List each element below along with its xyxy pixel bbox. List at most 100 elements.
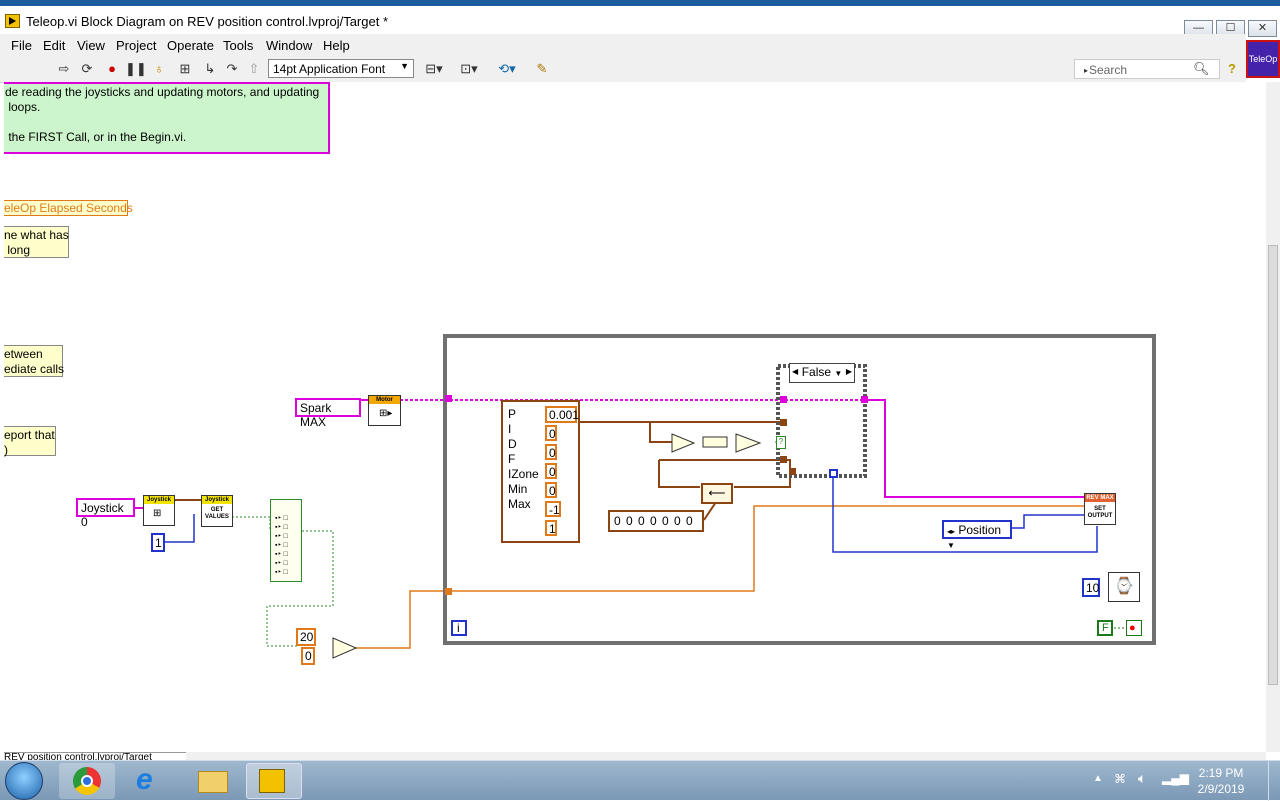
search-expand-icon[interactable]: ▸	[1083, 66, 1088, 75]
joystick-constant[interactable]: Joystick 0	[76, 498, 135, 529]
menu-project[interactable]: Project	[116, 38, 157, 53]
block-diagram-canvas[interactable]: de reading the joysticks and updating mo…	[4, 82, 1266, 752]
array-or-node	[702, 436, 728, 448]
array-constant[interactable]: 0 0 0 0 0 0 0	[608, 510, 704, 532]
or-array-elements-node	[735, 433, 762, 453]
vertical-scroll-thumb[interactable]	[1268, 245, 1278, 685]
pid-value-min[interactable]: -1	[545, 501, 561, 517]
show-desktop-button[interactable]	[1268, 761, 1280, 801]
pid-cluster-constant[interactable]: P I D F IZone Min Max 0.001 0 0 0 0 -1 1	[501, 400, 580, 543]
comment-note3: eport that )	[4, 426, 56, 457]
maximize-button[interactable]: ☐	[1216, 20, 1245, 37]
project-tab-label[interactable]: REV position control.lvproj/Target	[4, 752, 186, 761]
case-selector[interactable]: ◀ False ▼ ▶	[789, 363, 855, 383]
help-icon[interactable]: ?	[1228, 61, 1236, 76]
open-icon: ⊞▸	[379, 408, 393, 419]
vi-icon-teleop[interactable]: TeleOp	[1246, 40, 1280, 78]
case-selector-value: False	[801, 365, 832, 379]
pid-value-d[interactable]: 0	[545, 444, 557, 460]
stop-false-constant[interactable]: F	[1097, 620, 1113, 636]
volume-icon[interactable]: 🔈︎	[1138, 770, 1147, 786]
joystick-get-values-node[interactable]: Joystick GET VALUES	[201, 495, 233, 527]
menu-view[interactable]: View	[77, 38, 105, 53]
taskbar-labview[interactable]	[246, 763, 302, 799]
clock[interactable]: 2:19 PM 2/9/2019	[1190, 765, 1252, 797]
close-button[interactable]: ✕	[1248, 20, 1277, 37]
network-device-icon[interactable]: ⌘	[1114, 772, 1126, 786]
rev-set-output-node[interactable]: REV MAX SET OUTPUT	[1084, 493, 1116, 525]
wire-control-type	[832, 474, 1098, 553]
show-hidden-icons[interactable]: ▲	[1093, 773, 1103, 784]
clock-time: 2:19 PM	[1198, 766, 1244, 780]
comment-note1: ne what has long	[4, 226, 69, 258]
label-elapsed-seconds: eleOp Elapsed Seconds	[4, 200, 133, 216]
pid-label-p: P	[508, 407, 517, 421]
run-arrow-icon[interactable]: ⇨	[58, 61, 70, 76]
menu-operate[interactable]: Operate	[167, 38, 214, 53]
step-out-icon[interactable]: ⇧	[248, 61, 260, 76]
pid-value-i[interactable]: 0	[545, 425, 557, 441]
case-next-icon[interactable]: ▶	[845, 367, 852, 376]
case-selector-terminal[interactable]: ?	[776, 436, 786, 449]
run-continuously-icon[interactable]: ⟳	[81, 61, 93, 76]
lower-limit-constant[interactable]: 0	[301, 647, 315, 665]
shift-register-node[interactable]: ⟵	[701, 483, 733, 504]
pid-value-p[interactable]: 0.001	[545, 406, 579, 423]
menu-window[interactable]: Window	[266, 38, 313, 53]
step-over-icon[interactable]: ↷	[226, 61, 238, 76]
signal-icon[interactable]: ▂▄▆	[1162, 771, 1189, 785]
control-type-value: Position	[958, 523, 1002, 537]
case-prev-icon[interactable]: ◀	[792, 367, 799, 376]
set-output-label: SET OUTPUT	[1087, 506, 1113, 519]
motor-node[interactable]: Motor ⊞▸	[368, 395, 401, 426]
ie-icon: e	[136, 763, 153, 796]
pid-label-izone: IZone	[508, 467, 539, 481]
taskbar-explorer[interactable]	[184, 763, 240, 799]
taskbar-internet-explorer[interactable]: e	[122, 763, 178, 799]
loop-iteration-terminal: i	[451, 620, 467, 636]
font-select-value: 14pt Application Font	[273, 62, 386, 76]
pid-value-max[interactable]: 1	[545, 520, 557, 536]
pause-icon[interactable]: ❚❚	[125, 61, 147, 76]
chrome-icon-center	[81, 775, 93, 787]
wait-ms-constant[interactable]: 10	[1082, 578, 1100, 597]
menu-edit[interactable]: Edit	[43, 38, 66, 53]
taskbar: e ▲ ⌘ 🔈︎ ▂▄▆ 2:19 PM 2/9/2019	[0, 760, 1280, 801]
distribute-objects-icon[interactable]: ⊡▾	[460, 61, 478, 76]
spark-max-constant[interactable]: Spark MAX	[295, 398, 361, 429]
title-bar: Teleop.vi Block Diagram on REV position …	[0, 0, 1280, 37]
abort-icon[interactable]: ●	[108, 61, 116, 76]
menu-file[interactable]: File	[11, 38, 32, 53]
pid-value-f[interactable]: 0	[545, 463, 557, 479]
control-type-enum[interactable]: ◂▸ Position ▼	[942, 520, 1012, 550]
pid-label-d: D	[508, 437, 517, 451]
retain-wire-values-icon[interactable]: ⊞	[179, 61, 191, 76]
menu-tools[interactable]: Tools	[223, 38, 254, 53]
highlight-bulb-icon[interactable]: ♁	[154, 61, 164, 76]
horizontal-scrollbar[interactable]	[4, 752, 1266, 760]
search-icon[interactable]: 🔍︎	[1193, 61, 1210, 76]
open-icon: ⊞	[153, 508, 162, 519]
search-input[interactable]: Search	[1074, 59, 1220, 79]
pid-value-izone[interactable]: 0	[545, 482, 557, 498]
upper-limit-constant[interactable]: 20	[296, 628, 316, 646]
taskbar-chrome[interactable]	[59, 763, 115, 799]
cleanup-diagram-icon[interactable]: ✎	[536, 61, 548, 76]
cluster-icon: ▪‣ □▪‣ □▪‣ □▪‣ □▪‣ □▪‣ □▪‣ □	[275, 515, 288, 576]
rev-max-header: REV MAX	[1085, 494, 1115, 502]
joystick-index-constant[interactable]: 1	[151, 533, 165, 552]
clock-icon: ⌚	[1114, 578, 1134, 595]
pid-label-i: I	[508, 422, 512, 436]
align-objects-icon[interactable]: ⊟▾	[425, 61, 443, 76]
window-title: Teleop.vi Block Diagram on REV position …	[26, 14, 389, 29]
start-button[interactable]	[5, 762, 43, 800]
font-select[interactable]: 14pt Application Font ▼	[268, 59, 414, 78]
wait-node[interactable]: ⌚	[1108, 572, 1140, 602]
menu-help[interactable]: Help	[323, 38, 350, 53]
step-into-icon[interactable]: ↳	[204, 61, 216, 76]
reorder-icon[interactable]: ⟲▾	[498, 61, 516, 76]
unbundle-cluster-node[interactable]: ▪‣ □▪‣ □▪‣ □▪‣ □▪‣ □▪‣ □▪‣ □	[270, 499, 302, 582]
chevron-down-icon: ▼	[400, 61, 409, 71]
joystick-open-node[interactable]: Joystick ⊞	[143, 495, 175, 526]
stop-terminal[interactable]: ●	[1126, 620, 1142, 636]
